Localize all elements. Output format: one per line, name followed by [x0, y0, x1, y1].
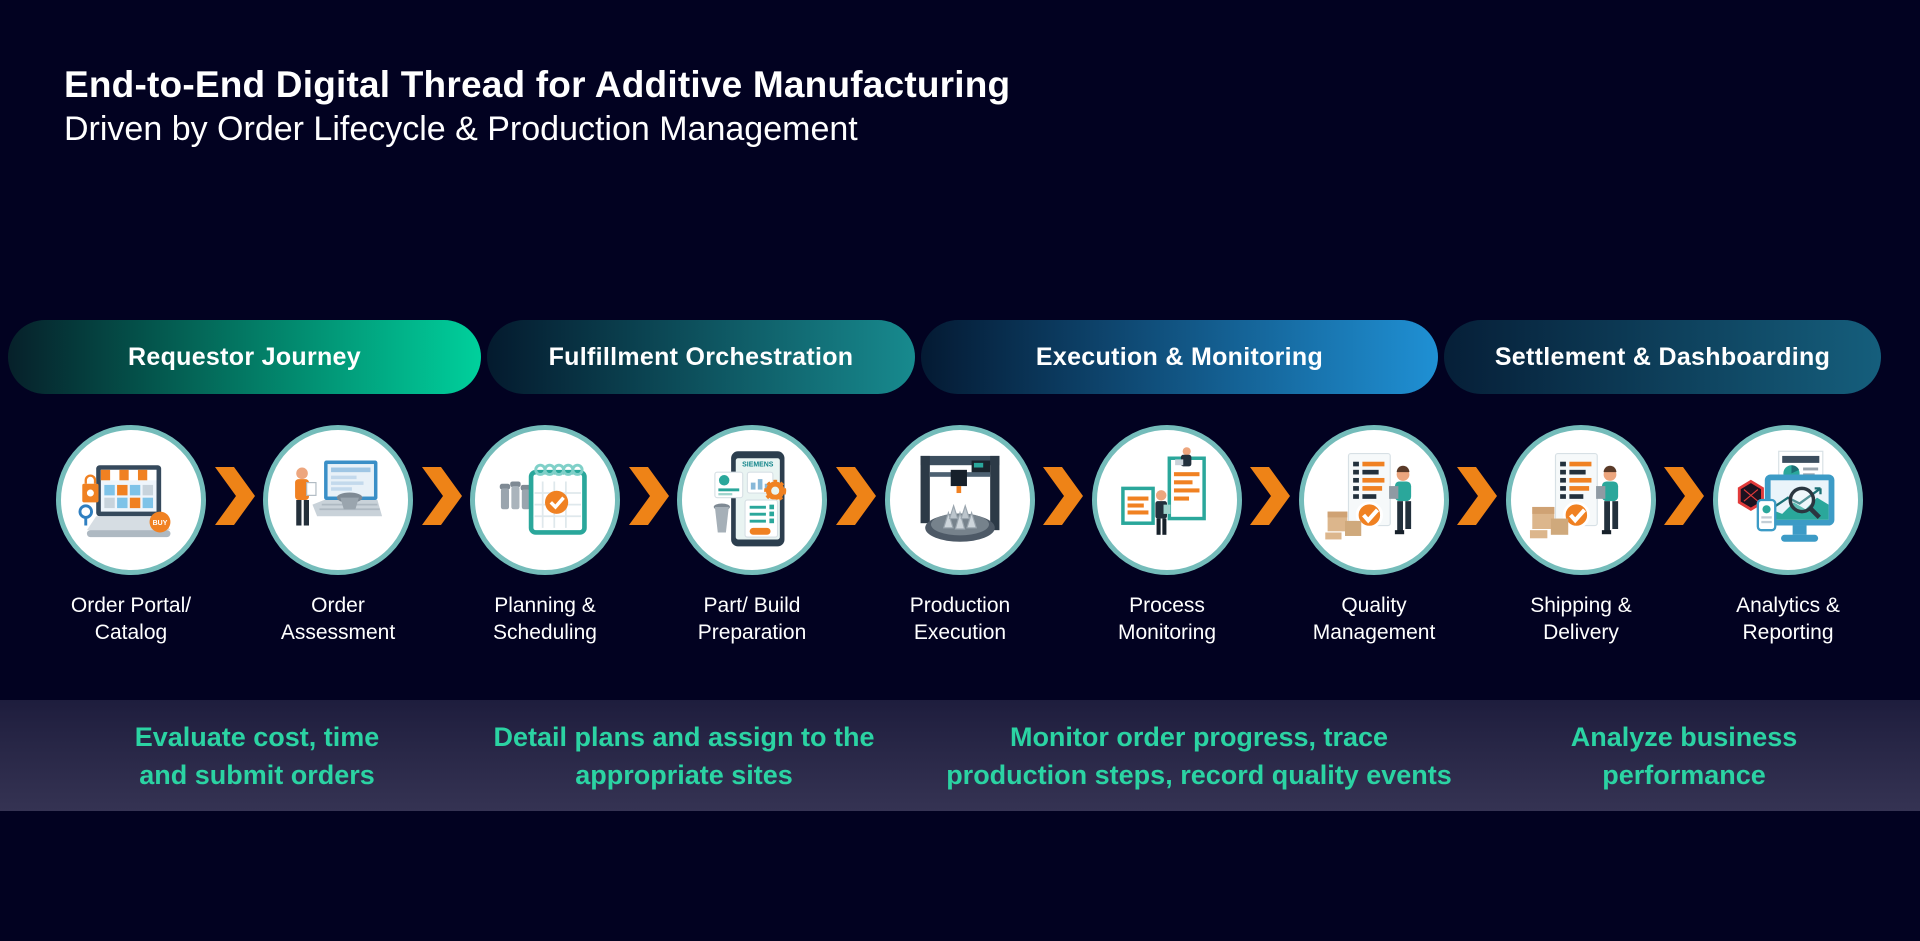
step-process-monitoring: Process Monitoring: [1064, 425, 1270, 646]
chevron-arrow-icon: [1664, 467, 1704, 525]
part-build-preparation-icon: SIEMENS: [713, 451, 787, 547]
step-circle: [470, 425, 620, 575]
phase-banner-fulfillment-orchestration: Fulfillment Orchestration: [487, 320, 915, 394]
step-quality-management: Quality Management: [1271, 425, 1477, 646]
step-analytics-reporting: Analytics & Reporting: [1685, 425, 1891, 646]
phase-label: Requestor Journey: [128, 342, 361, 371]
chevron-arrow-icon: [629, 467, 669, 525]
step-shipping-delivery: Shipping & Delivery: [1478, 425, 1684, 646]
description-settlement: Analyze business performance: [1570, 721, 1798, 790]
step-label: Shipping & Delivery: [1530, 594, 1632, 644]
buy-badge: BUY: [153, 520, 168, 527]
step-label: Order Portal/ Catalog: [70, 594, 192, 644]
step-circle: [1506, 425, 1656, 575]
step-circle: SIEMENS: [677, 425, 827, 575]
step-part-build-preparation: SIEMENS Part/ Build Preparation: [649, 425, 855, 646]
phase-banner-settlement-dashboarding: Settlement & Dashboarding: [1444, 320, 1881, 394]
description-band: [0, 700, 1920, 811]
chevron-arrow-icon: [1457, 467, 1497, 525]
step-label: Process Monitoring: [1117, 594, 1217, 644]
step-circle: [1299, 425, 1449, 575]
chevron-arrow-icon: [422, 467, 462, 525]
phase-label: Execution & Monitoring: [1035, 342, 1324, 371]
phase-label: Settlement & Dashboarding: [1494, 342, 1831, 371]
siemens-logo: SIEMENS: [742, 461, 774, 468]
step-label: Planning & Scheduling: [493, 594, 597, 644]
chevron-arrow-icon: [1043, 467, 1083, 525]
chevron-arrow-icon: [1250, 467, 1290, 525]
step-label: Production Execution: [909, 594, 1011, 644]
production-execution-icon: [920, 455, 1000, 542]
step-production-execution: Production Execution: [857, 425, 1063, 646]
shipping-delivery-icon: [1529, 453, 1619, 539]
step-circle: [885, 425, 1035, 575]
planning-scheduling-icon: [499, 463, 587, 535]
page-title: End-to-End Digital Thread for Additive M…: [64, 64, 1011, 105]
step-circle: BUY: [56, 425, 206, 575]
phase-label: Fulfillment Orchestration: [548, 342, 854, 371]
step-circle: [263, 425, 413, 575]
phase-banner-execution-monitoring: Execution & Monitoring: [921, 320, 1438, 394]
description-fulfillment: Detail plans and assign to the appropria…: [493, 721, 875, 790]
quality-management-icon: [1325, 453, 1412, 540]
chevron-arrow-icon: [215, 467, 255, 525]
process-monitoring-icon: [1121, 447, 1206, 535]
description-execution: Monitor order progress, trace production…: [946, 721, 1452, 790]
analytics-reporting-icon: [1737, 450, 1835, 542]
step-label: Quality Management: [1312, 594, 1436, 644]
step-label: Order Assessment: [280, 594, 396, 644]
step-label: Analytics & Reporting: [1736, 594, 1840, 644]
step-circle: [1713, 425, 1863, 575]
header: End-to-End Digital Thread for Additive M…: [64, 62, 1010, 151]
chevron-arrow-icon: [836, 467, 876, 525]
step-circle: [1092, 425, 1242, 575]
step-order-portal-catalog: BUY Order Portal/ Catalog: [28, 425, 234, 646]
phase-banner-requestor-journey: Requestor Journey: [8, 320, 481, 394]
step-planning-scheduling: Planning & Scheduling: [442, 425, 648, 646]
order-assessment-icon: [295, 460, 383, 526]
description-requestor: Evaluate cost, time and submit orders: [134, 721, 380, 790]
step-order-assessment: Order Assessment: [235, 425, 441, 646]
order-portal-catalog-icon: BUY: [78, 465, 171, 538]
page-subtitle: Driven by Order Lifecycle & Production M…: [64, 110, 858, 148]
step-label: Part/ Build Preparation: [697, 594, 807, 644]
